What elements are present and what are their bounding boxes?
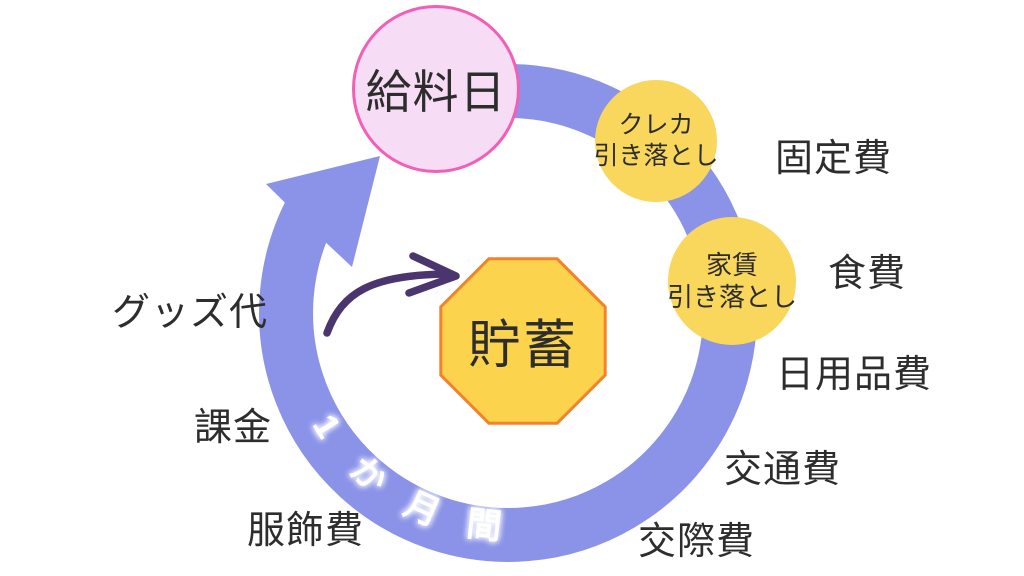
- expense-label-clothing: 服飾費: [247, 510, 365, 552]
- cycle-duration-char: 間: [465, 504, 504, 547]
- savings-label: 貯蓄: [468, 316, 578, 375]
- savings-octagon: [439, 257, 607, 425]
- expense-label-transport: 交通費: [724, 449, 842, 491]
- cycle-arrowhead-icon: [266, 156, 380, 267]
- creditcard-withdrawal-line2: 引き落とし: [593, 142, 719, 170]
- expense-label-merch: グッズ代: [112, 292, 269, 334]
- expense-label-microtransactions: 課金: [194, 407, 273, 449]
- rent-withdrawal-bubble: 家賃 引き落とし: [667, 217, 798, 345]
- creditcard-withdrawal-line1: クレカ: [618, 110, 694, 139]
- expense-label-fixed-costs: 固定費: [775, 138, 893, 180]
- expense-label-food: 食費: [828, 253, 907, 295]
- to-savings-arrow: [323, 270, 450, 337]
- expense-label-social: 交際費: [638, 521, 756, 563]
- payday-bubble: 給料日: [352, 5, 520, 173]
- rent-withdrawal-line1: 家賃: [705, 249, 758, 280]
- to-savings-arrowhead-icon: [405, 252, 460, 297]
- payday-label: 給料日: [365, 66, 507, 118]
- rent-withdrawal-line2: 引き落とし: [667, 282, 798, 312]
- creditcard-withdrawal-bubble: クレカ 引き落とし: [593, 80, 719, 202]
- expense-label-daily-goods: 日用品費: [776, 354, 933, 396]
